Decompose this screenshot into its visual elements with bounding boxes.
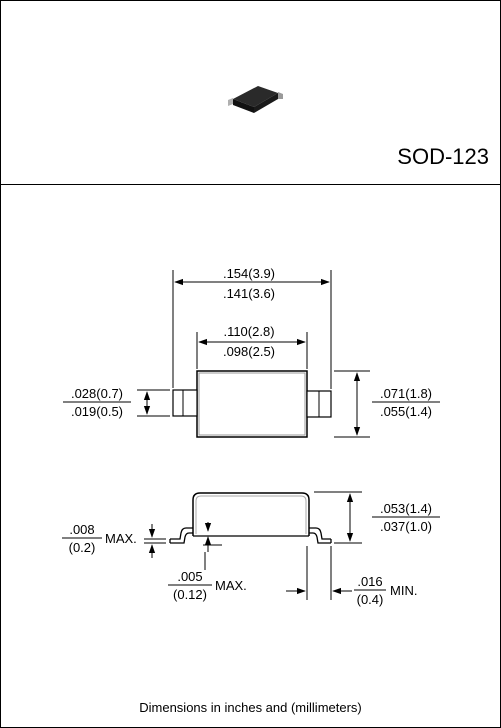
top-view: [172, 370, 332, 438]
standoff-dimension: [144, 524, 166, 558]
dimension-labels: .154(3.9) .141(3.6) .110(2.8) .098(2.5) …: [62, 266, 440, 607]
body-width-dimension: [334, 370, 370, 438]
overall-length-dimension: [172, 270, 332, 389]
lead-width-max-label: .028(0.7): [71, 386, 123, 401]
body-length-max-label: .110(2.8): [223, 324, 274, 339]
body-width-min-label: .055(1.4): [380, 404, 432, 419]
foot-length-dimension: [286, 546, 352, 600]
lead-thickness-dimension: [203, 522, 222, 570]
lead-width-min-label: .019(0.5): [71, 404, 123, 419]
standoff-inch-label: .008: [69, 522, 94, 537]
lead-thickness-max-suffix: MAX.: [215, 578, 247, 593]
foot-length-inch-label: .016: [357, 574, 382, 589]
body-length-min-label: .098(2.5): [223, 344, 275, 359]
foot-length-mm-label: (0.4): [357, 592, 384, 607]
body-width-max-label: .071(1.8): [380, 386, 432, 401]
lead-width-dimension: [137, 389, 170, 417]
height-max-label: .053(1.4): [380, 501, 432, 516]
foot-length-min-suffix: MIN.: [390, 583, 417, 598]
body-length-dimension: [196, 332, 308, 369]
section-divider: [0, 184, 501, 185]
height-dimension: [314, 491, 362, 544]
lead-thickness-mm-label: (0.12): [173, 587, 207, 602]
package-name: SOD-123: [397, 144, 489, 169]
height-min-label: .037(1.0): [380, 519, 432, 534]
overall-length-min-label: .141(3.6): [223, 286, 275, 301]
standoff-mm-label: (0.2): [69, 540, 96, 555]
dimensions-note: Dimensions in inches and (millimeters): [139, 700, 362, 715]
overall-length-max-label: .154(3.9): [223, 266, 275, 281]
package-photo: [228, 86, 283, 113]
side-view: [169, 492, 332, 544]
standoff-max-suffix: MAX.: [105, 531, 137, 546]
lead-thickness-inch-label: .005: [177, 569, 202, 584]
